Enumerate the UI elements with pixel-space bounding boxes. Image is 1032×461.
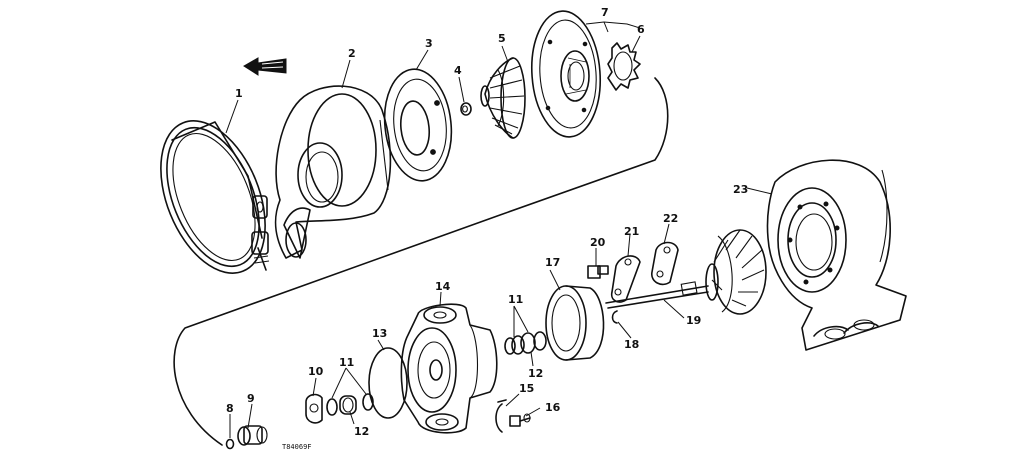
callout-12-left: 12 (354, 425, 369, 438)
callout-13: 13 (372, 327, 387, 340)
callout-3: 3 (425, 37, 433, 50)
callout-18: 18 (624, 338, 639, 351)
cap-screw-20 (587, 265, 609, 279)
callout-17: 17 (545, 256, 560, 269)
compressor-housing (274, 85, 392, 259)
callout-22: 22 (663, 212, 678, 225)
drain-fitting (237, 425, 268, 446)
compressor-backplate (383, 68, 453, 182)
lock-plate-22 (651, 241, 679, 286)
callout-9: 9 (247, 392, 255, 405)
callout-19: 19 (686, 314, 701, 327)
callout-5: 5 (498, 32, 506, 45)
heat-shield-ring (545, 285, 605, 361)
leader-lines (225, 21, 773, 438)
callout-labels: 1 2 3 4 5 6 7 8 9 10 11 11 12 12 13 14 1… (226, 6, 748, 438)
callout-14: 14 (435, 280, 451, 293)
callout-1: 1 (235, 87, 243, 100)
lock-plate (610, 255, 641, 303)
callout-10: 10 (308, 365, 324, 378)
o-ring-8 (225, 438, 235, 450)
center-housing (400, 303, 498, 434)
retaining-clip (495, 399, 507, 433)
o-ring-13 (368, 347, 408, 419)
compressor-wheel (480, 57, 526, 139)
callout-16: 16 (545, 401, 561, 414)
turbine-wheel-shaft (605, 229, 767, 315)
seal-rings-bearing-right (504, 331, 547, 355)
callout-12-right: 12 (528, 367, 543, 380)
callout-11-right: 11 (508, 293, 523, 306)
seal-plate (530, 10, 602, 138)
callout-15: 15 (519, 382, 534, 395)
seal-rings-bearing-left (326, 393, 374, 416)
thrust-bearing (305, 393, 323, 424)
callout-21: 21 (624, 225, 639, 238)
cap-screw-16 (509, 413, 531, 427)
v-band-clamp (160, 120, 270, 274)
callout-11-left: 11 (339, 356, 354, 369)
shaft-nut (460, 102, 472, 116)
callout-6: 6 (637, 23, 645, 36)
callout-2: 2 (348, 47, 356, 60)
figure-reference-code: T84069F (282, 443, 312, 451)
callout-7: 7 (601, 6, 609, 19)
callout-4: 4 (454, 64, 462, 77)
callout-8: 8 (226, 402, 234, 415)
thrust-collar (607, 42, 641, 91)
flow-direction-arrow (243, 57, 287, 76)
snap-ring (611, 310, 618, 324)
callout-23: 23 (733, 183, 748, 196)
callout-20: 20 (590, 236, 606, 249)
assembly-outline (173, 77, 669, 446)
turbine-housing (766, 159, 907, 351)
